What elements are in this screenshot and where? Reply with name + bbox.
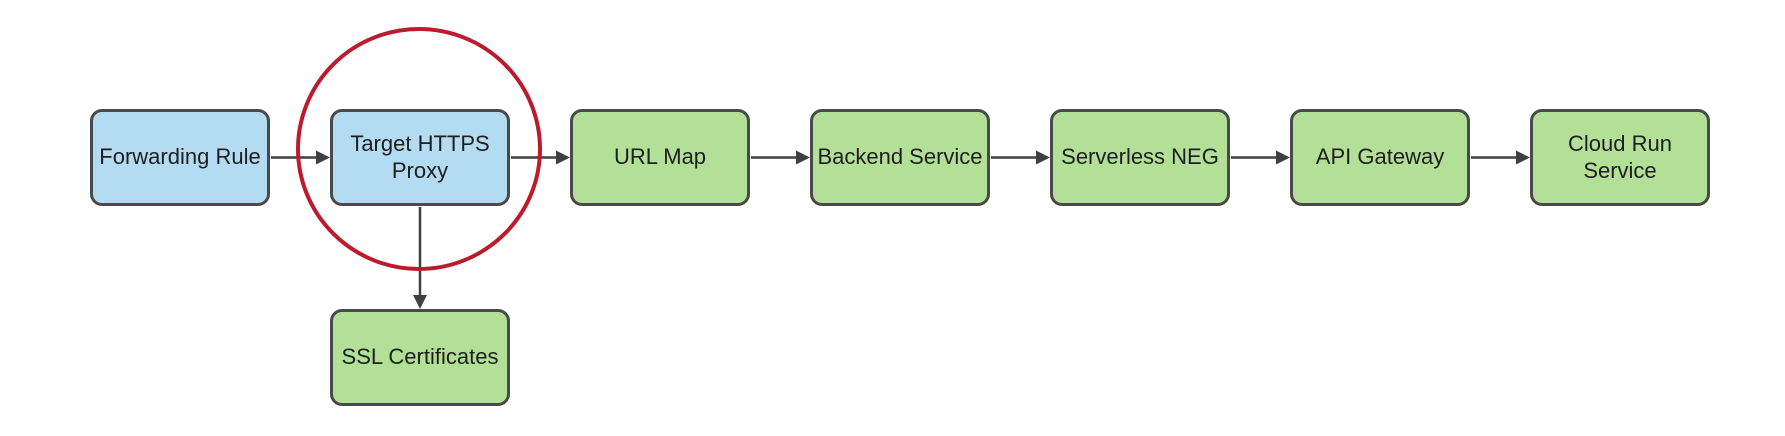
- node-ssl-certificates: SSL Certificates: [330, 309, 510, 406]
- node-cloud-run-service: Cloud Run Service: [1530, 109, 1710, 206]
- node-label: Backend Service: [817, 144, 983, 170]
- highlight-circle: [296, 27, 542, 271]
- arrow-forwarding-rule-to-target-https-proxy: [271, 150, 330, 165]
- node-api-gateway: API Gateway: [1290, 109, 1470, 206]
- node-label: API Gateway: [1315, 144, 1445, 170]
- node-label: SSL Certificates: [341, 344, 499, 370]
- node-serverless-neg: Serverless NEG: [1050, 109, 1230, 206]
- arrow-target-https-proxy-to-ssl-certificates: [413, 207, 427, 309]
- node-backend-service: Backend Service: [810, 109, 990, 206]
- arrow-api-gateway-to-cloud-run-service: [1471, 150, 1530, 165]
- node-label: Forwarding Rule: [99, 144, 261, 170]
- node-label: URL Map: [613, 144, 707, 170]
- arrow-url-map-to-backend-service: [751, 150, 810, 165]
- arrow-target-https-proxy-to-url-map: [511, 150, 570, 165]
- node-forwarding-rule: Forwarding Rule: [90, 109, 270, 206]
- node-label: Target HTTPS Proxy: [350, 130, 490, 183]
- arrow-serverless-neg-to-api-gateway: [1231, 150, 1290, 165]
- node-label: Serverless NEG: [1061, 144, 1219, 170]
- node-label: Cloud Run Service: [1568, 130, 1672, 183]
- arrow-backend-service-to-serverless-neg: [991, 150, 1050, 165]
- node-target-https-proxy: Target HTTPS Proxy: [330, 109, 510, 206]
- node-url-map: URL Map: [570, 109, 750, 206]
